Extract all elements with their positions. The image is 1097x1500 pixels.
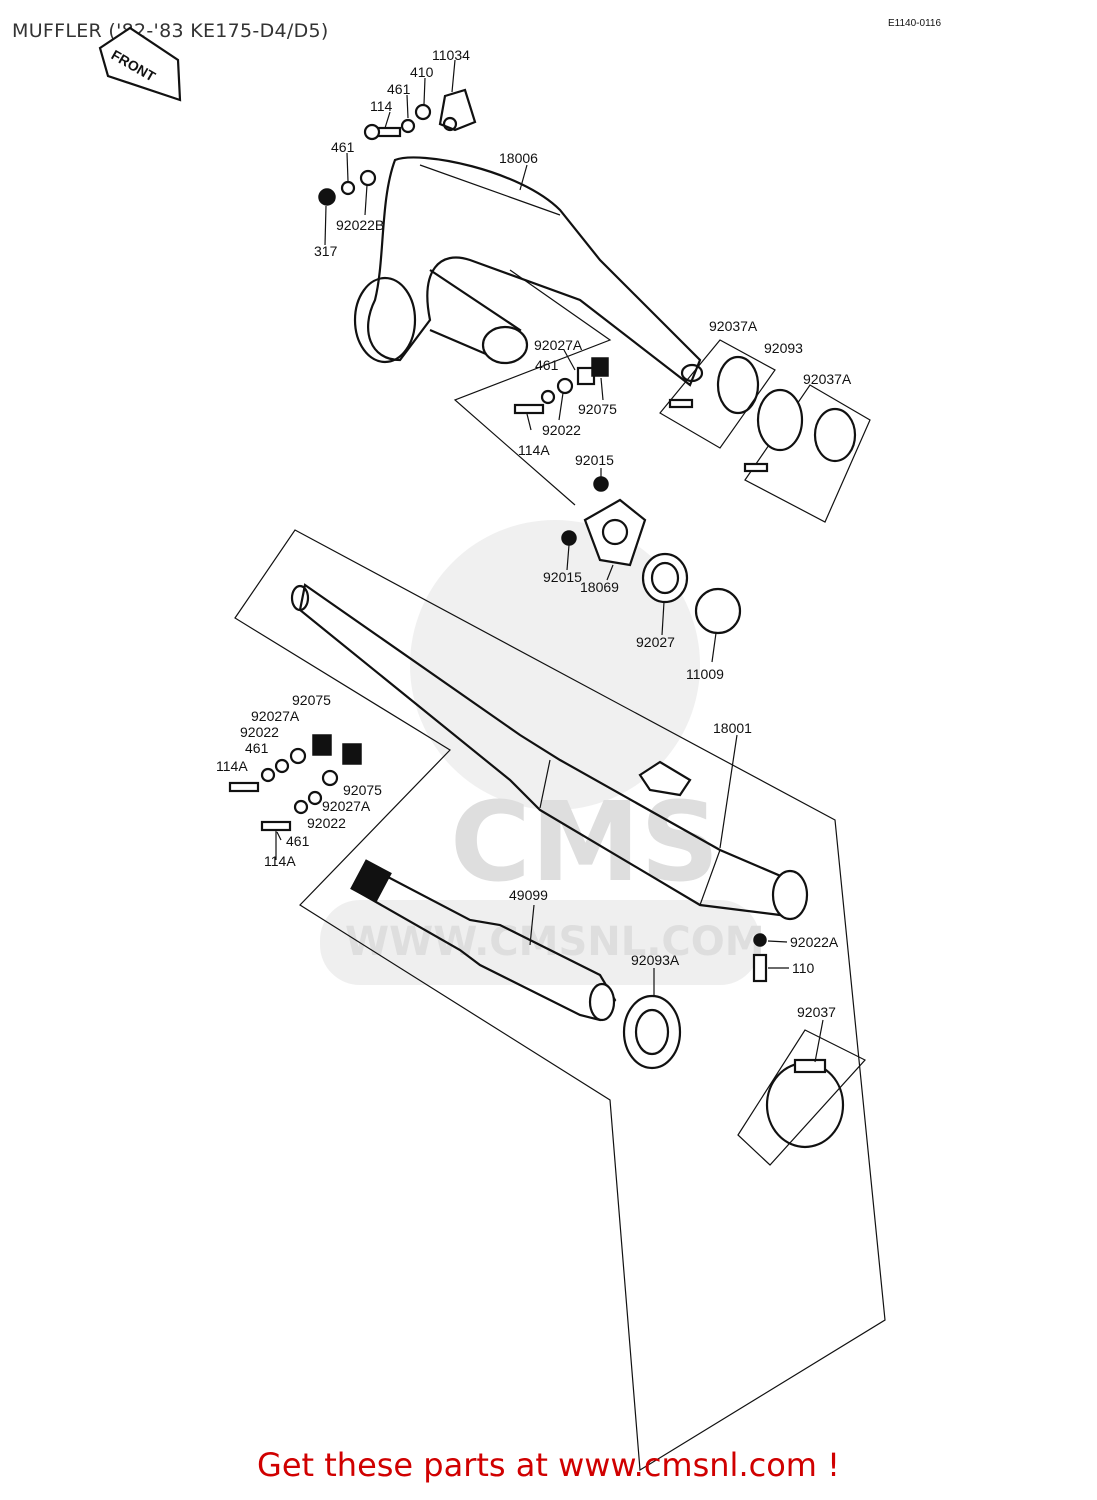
diagram-title: MUFFLER ('82-'83 KE175-D4/D5)	[12, 20, 329, 42]
grommet-92093A	[622, 994, 682, 1070]
clamp-group	[659, 339, 871, 523]
label-461-a: 461	[387, 81, 411, 97]
bolt-114	[363, 123, 402, 141]
collar-92022B	[359, 169, 377, 187]
label-92015-b: 92015	[543, 569, 582, 585]
footer-link-text[interactable]: Get these parts at www.cmsnl.com !	[257, 1446, 840, 1484]
washer-461-a	[400, 118, 416, 134]
label-114A-a: 114A	[518, 442, 550, 458]
label-114A-b: 114A	[216, 758, 248, 774]
label-92022-b: 92022	[240, 724, 279, 740]
label-92075-a: 92075	[578, 401, 617, 417]
watermark-url-text: WWW.CMSNL.COM	[345, 919, 765, 965]
front-arrow-icon: FRONT	[98, 26, 182, 102]
label-92075-c: 92075	[343, 782, 382, 798]
leader-lines	[275, 59, 824, 1063]
label-92093A: 92093A	[631, 952, 680, 968]
label-461-e: 461	[286, 833, 310, 849]
muffler-18001	[290, 583, 809, 921]
label-49099: 49099	[509, 887, 548, 903]
nut-92015-a	[593, 476, 609, 492]
label-114: 114	[370, 98, 393, 114]
damper-317	[318, 188, 336, 206]
label-461-b: 461	[331, 139, 355, 155]
label-114A-c: 114A	[264, 853, 296, 869]
gasket-11009	[694, 587, 742, 635]
label-92022-c: 92022	[307, 815, 346, 831]
label-92027A-b: 92027A	[251, 708, 300, 724]
watermark: CMS WWW.CMSNL.COM	[320, 520, 765, 985]
label-92037A-b: 92037A	[803, 371, 852, 387]
label-92037A-a: 92037A	[709, 318, 758, 334]
label-18069: 18069	[580, 579, 619, 595]
label-92015-a: 92015	[575, 452, 614, 468]
nut-410	[414, 103, 432, 121]
bracket-11034	[438, 88, 477, 132]
label-92027: 92027	[636, 634, 675, 650]
flange-18069	[583, 498, 647, 567]
label-461-c: 461	[535, 357, 559, 373]
assembly-outline	[234, 529, 886, 1472]
label-11034: 11034	[432, 47, 470, 63]
label-11009: 11009	[686, 666, 724, 682]
clamp-92037	[737, 1029, 866, 1166]
nut-92015-b	[561, 530, 577, 546]
watermark-logo-text: CMS	[450, 778, 719, 906]
label-18006: 18006	[499, 150, 538, 166]
label-92037: 92037	[797, 1004, 836, 1020]
part-labels: 11034 410 461 114 461 18006 92022B 317 9…	[216, 47, 852, 1020]
bolt-110	[752, 953, 768, 983]
label-92027A-c: 92027A	[322, 798, 371, 814]
label-110: 110	[792, 960, 815, 976]
label-92022B: 92022B	[336, 217, 384, 233]
label-92022-a: 92022	[542, 422, 581, 438]
label-18001: 18001	[713, 720, 752, 736]
label-410: 410	[410, 64, 434, 80]
label-461-d: 461	[245, 740, 269, 756]
hardware-group-a	[513, 357, 609, 415]
ring-92027	[641, 552, 689, 604]
diagram-code: E1140-0116	[888, 18, 942, 29]
silencer-49099	[350, 859, 617, 1022]
label-92075-b: 92075	[292, 692, 331, 708]
expansion-chamber-18006	[353, 156, 704, 387]
label-92022A: 92022A	[790, 934, 839, 950]
label-92093: 92093	[764, 340, 803, 356]
washer-461-b	[340, 180, 356, 196]
washer-92022A	[753, 933, 767, 947]
label-92027A-a: 92027A	[534, 337, 583, 353]
leader-line	[453, 269, 612, 506]
label-317: 317	[314, 243, 338, 259]
